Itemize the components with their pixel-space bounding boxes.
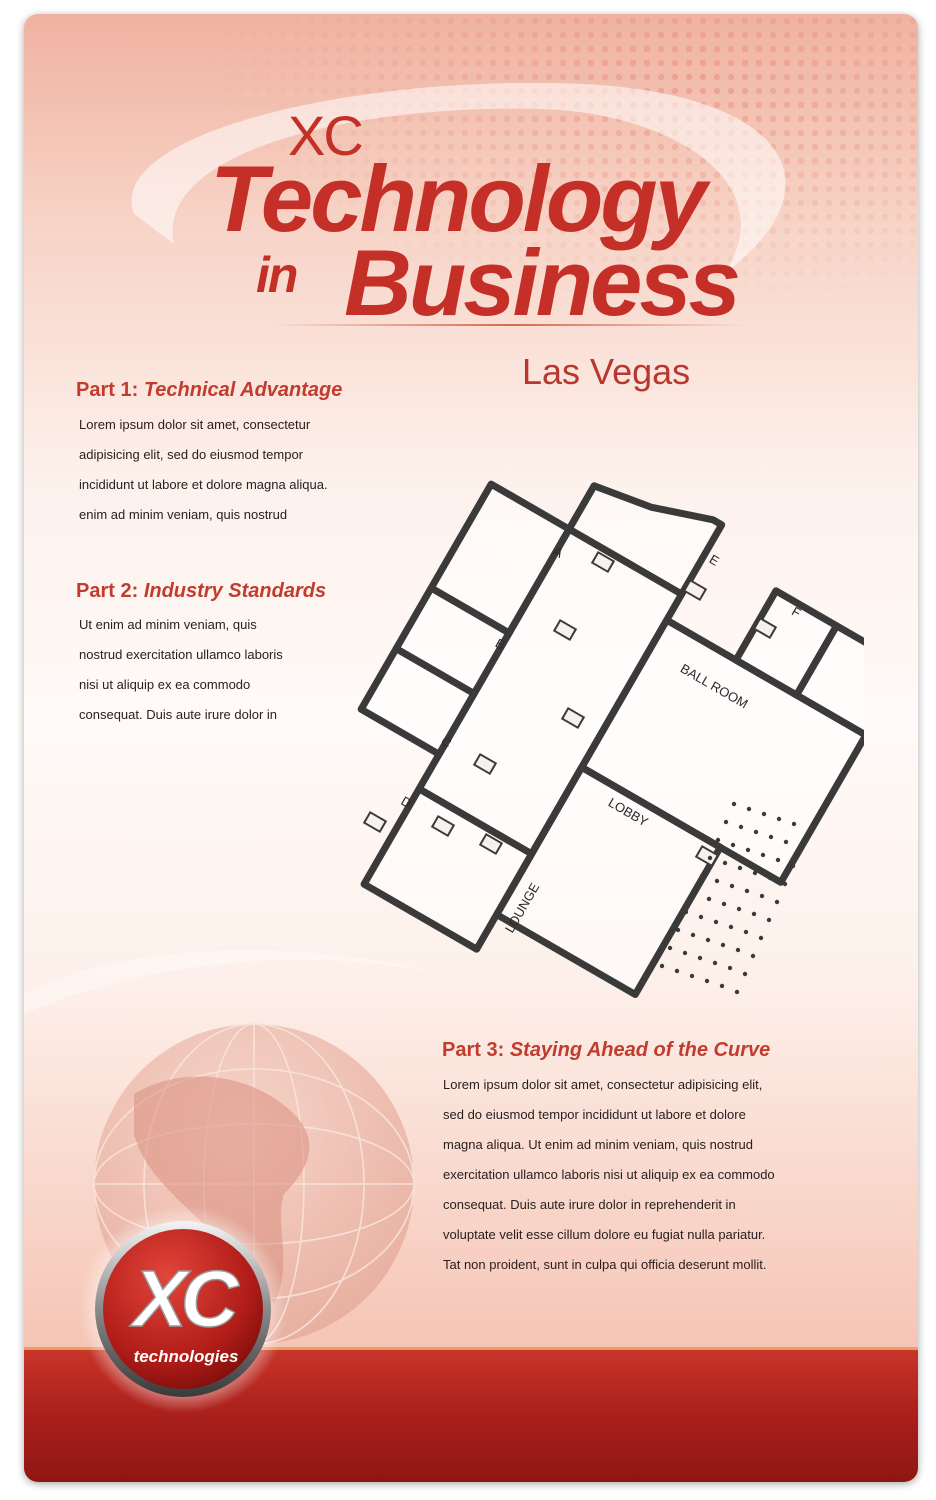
section-3-line: sed do eiusmod tempor incididunt ut labo… [443,1107,746,1122]
patio-dots [659,801,812,995]
title-xc: XC [288,104,364,167]
poster: XC Technology in Business Las Vegas Part… [24,14,918,1482]
section-1-heading: Part 1: Technical Advantage [76,380,342,400]
section-3-line: consequat. Duis aute irure dolor in repr… [443,1197,736,1212]
section-3-line: exercitation ullamco laboris nisi ut ali… [443,1167,775,1182]
room-d [357,645,478,758]
lobby-room [493,763,724,999]
label-room-e: E [707,551,722,568]
section-3-prefix: Part 3: [442,1039,505,1061]
section-3-line: magna aliqua. Ut enim ad minim veniam, q… [443,1137,753,1152]
section-2-line: consequat. Duis aute irure dolor in [79,707,278,722]
title-rule [272,324,748,326]
title-business: Business [344,230,741,335]
xc-logo-badge: XC technologies [79,1205,287,1413]
logo-word: technologies [134,1347,239,1366]
section-3-heading: Part 3: Staying Ahead of the Curve [442,1040,770,1060]
section-2-line: nisi ut aliquip ex ea commodo [79,677,251,692]
section-2-prefix: Part 2: [76,580,139,602]
floor-plan: A B C D E F BALL ROOM LOBBY LOUNGE [357,480,864,999]
section-2-title: Industry Standards [143,580,327,602]
section-1-line: enim ad minim veniam, quis nostrud [79,507,288,522]
section-3-line: Tat non proident, sunt in culpa qui offi… [443,1257,767,1272]
section-3-line: Lorem ipsum dolor sit amet, consectetur … [443,1077,763,1092]
section-1-body: Lorem ipsum dolor sit amet, consectetur … [79,410,328,530]
section-2-heading: Part 2: Industry Standards [76,581,326,601]
logo-mark: XC [129,1254,239,1343]
section-3-body: Lorem ipsum dolor sit amet, consectetur … [443,1070,775,1280]
room-f [793,622,864,739]
section-1-line: adipisicing elit, sed do eiusmod tempor [79,447,304,462]
section-1-line: Lorem ipsum dolor sit amet, consectetur [79,417,311,432]
footer-band-accent [24,1347,918,1350]
subtitle-location: Las Vegas [522,351,691,392]
section-2-body: Ut enim ad minim veniam, quis nostrud ex… [79,610,283,730]
lounge-room [360,785,536,953]
section-1-line: incididunt ut labore et dolore magna ali… [79,477,328,492]
section-2-line: Ut enim ad minim veniam, quis [79,617,257,632]
section-3-title: Staying Ahead of the Curve [509,1039,771,1061]
section-1-title: Technical Advantage [143,379,343,401]
section-3-line: voluptate velit esse cillum dolore eu fu… [443,1227,766,1242]
title-technology: Technology [210,146,707,251]
section-2-line: nostrud exercitation ullamco laboris [79,647,283,662]
title-in: in [256,247,298,303]
section-1-prefix: Part 1: [76,379,139,401]
